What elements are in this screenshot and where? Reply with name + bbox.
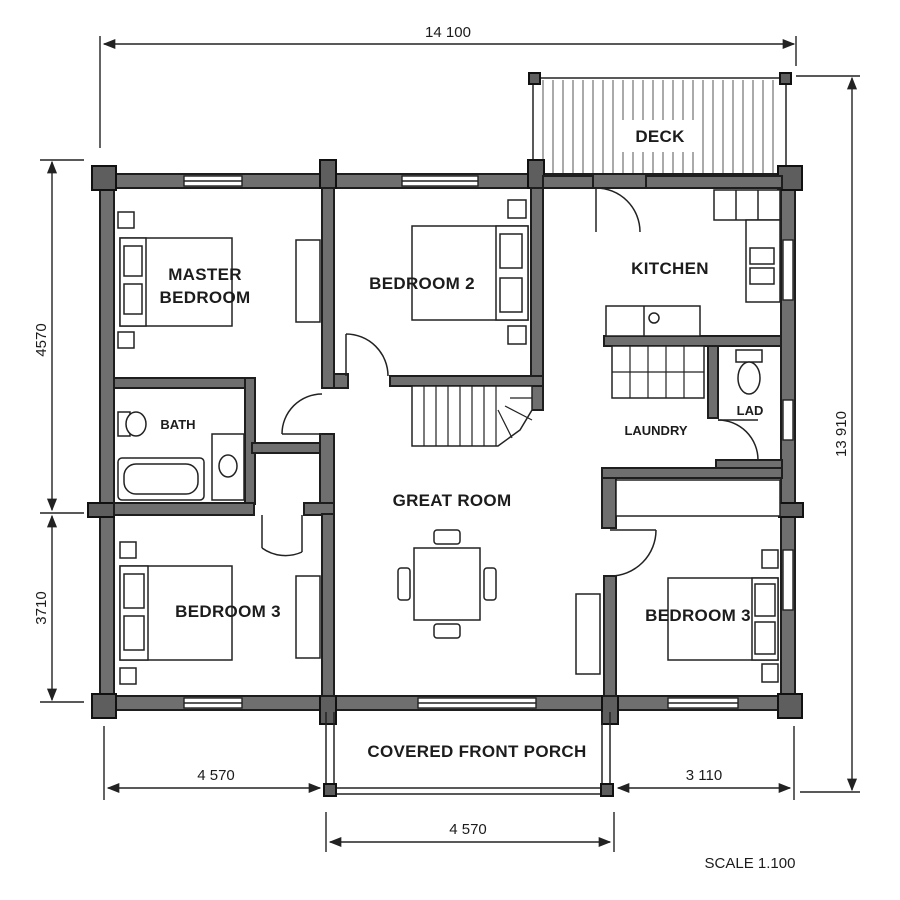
porch-label: COVERED FRONT PORCH [367,742,586,761]
left-upper-dim: 4570 [33,323,50,356]
bedroom3-left-bed [119,541,321,685]
bath-fixtures [117,411,245,501]
lad-fixtures [735,349,763,395]
bedroom3-left-label: BEDROOM 3 [175,602,281,621]
deck-post [779,72,792,85]
dimension-lines [40,36,860,852]
overall-width-dim: 14 100 [425,24,471,41]
interior-walls [113,175,783,697]
sink-icon [749,247,775,265]
great-room-label: GREAT ROOM [393,491,512,510]
deck-label: DECK [635,127,685,146]
deck-post [528,72,541,85]
lad-label: LAD [737,403,764,418]
doors [261,187,759,577]
bath-label: BATH [160,417,195,432]
master-bedroom-label-line2: BEDROOM [160,288,251,307]
master-bedroom-label-line1: MASTER [168,265,242,284]
bottom-right-dim: 3 110 [686,767,722,784]
laundry-cabinets [611,345,705,399]
left-lower-dim: 3710 [33,591,50,624]
toilet-icon [737,361,761,395]
dining-table [397,529,497,639]
deck [528,72,792,179]
scale-label: SCALE 1.100 [705,855,796,872]
overall-depth-dim: 13 910 [833,411,850,457]
bedroom3-right-bed [575,479,781,683]
bottom-left-dim: 4 570 [197,767,235,784]
kitchen-label: KITCHEN [631,259,709,278]
toilet-icon [125,411,147,437]
laundry-label: LAUNDRY [624,423,687,438]
lavatory-icon [218,454,238,478]
porch-width-dim: 4 570 [449,821,487,838]
bathtub-icon [123,463,199,495]
stairs [411,385,533,447]
master-bed [117,211,321,349]
kitchen-fixtures [605,189,781,337]
windows [183,175,794,709]
bedroom3-right-label: BEDROOM 3 [645,606,751,625]
bedroom2-label: BEDROOM 2 [369,274,475,293]
front-porch [323,712,614,797]
bedroom2-bed [411,199,529,345]
